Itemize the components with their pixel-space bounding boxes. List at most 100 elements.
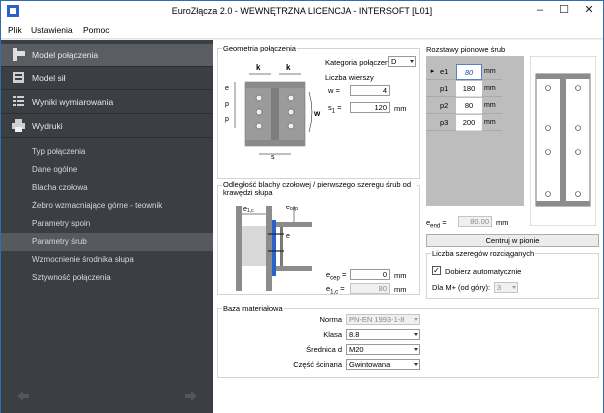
eend-unit: mm — [496, 218, 509, 227]
label-s1: s — [271, 154, 275, 161]
sidebar-item-label: Model połączenia — [32, 50, 99, 60]
label-w: w — [313, 109, 321, 118]
category-label: Kategoria połączenia — [325, 58, 396, 67]
sidebar-subitem-dane-ogolne[interactable]: Dane ogólne — [1, 161, 213, 179]
spacing-group-title: Rozstawy pionowe śrub — [425, 45, 507, 54]
s1-label: s1 = — [328, 103, 342, 115]
sidebar-subitem-wzmocnienie[interactable]: Wzmocnienie środnika słupa — [1, 251, 213, 269]
grid-row-e1[interactable]: ▸ e1 80 mm — [426, 64, 502, 80]
sidebar-subitem-label: Parametry spoin — [32, 219, 91, 228]
ecep-input[interactable]: 0 — [350, 269, 390, 280]
sidebar-subitem-label: Blacha czołowa — [32, 183, 88, 192]
e1c-input[interactable]: 80 — [350, 283, 390, 294]
dla-select[interactable]: 3 — [494, 282, 518, 293]
dla-label: Dla M+ (od góry): — [432, 283, 491, 292]
geometry-group-title: Geometria połączenia — [222, 44, 297, 53]
diameter-label: Średnica d — [306, 345, 342, 354]
sidebar-item-wyniki[interactable]: Wyniki wymiarowania — [1, 91, 213, 113]
svg-text:e: e — [286, 233, 290, 240]
w-label: w = — [328, 86, 340, 95]
norm-value: PN-EN 1993-1-8 — [349, 315, 405, 324]
sidebar-subitem-sztywnosc[interactable]: Sztywność połączenia — [1, 269, 213, 287]
material-group: Baza materiałowa Norma PN-EN 1993-1-8 Kl… — [217, 304, 599, 378]
row-value[interactable]: 80 — [456, 64, 482, 80]
sidebar-divider — [1, 89, 213, 90]
auto-select-label: Dobierz automatycznie — [445, 267, 522, 276]
grid-row-p1[interactable]: p1 180 mm — [426, 81, 502, 97]
distance-group: Odległość blachy czołowej / pierwszego s… — [217, 181, 420, 296]
joint-model-icon — [13, 48, 25, 61]
endplate-diagram: e1,c ecep e — [236, 206, 312, 291]
chevron-down-icon — [414, 348, 418, 351]
category-value: D — [391, 57, 397, 66]
app-logo-icon — [7, 5, 19, 17]
sidebar-item-model-polaczenia[interactable]: Model połączenia — [1, 44, 213, 66]
s1-input[interactable]: 120 — [350, 102, 390, 113]
row-selector-icon: ▸ — [426, 64, 439, 80]
row-name: e1 — [439, 64, 456, 80]
sidebar-subitem-label: Dane ogólne — [32, 165, 78, 174]
sidebar-subitem-blacha-czolowa[interactable]: Blacha czołowa — [1, 179, 213, 197]
grid-row-p3[interactable]: p3 200 mm — [426, 115, 502, 131]
row-value[interactable]: 180 — [456, 81, 482, 97]
w-input[interactable]: 4 — [350, 85, 390, 96]
menu-plik[interactable]: Plik — [8, 25, 22, 35]
svg-text:e1,c: e1,c — [243, 206, 254, 214]
row-unit: mm — [482, 81, 502, 97]
center-vertical-button[interactable]: Centruj w pionie — [426, 234, 599, 247]
label-p2: p — [225, 116, 229, 123]
arrow-left-icon[interactable] — [17, 391, 29, 401]
sidebar-item-model-sil[interactable]: Model sił — [1, 67, 213, 89]
row-value[interactable]: 200 — [456, 115, 482, 131]
bolt-layout-diagram: k k e p p w s — [225, 63, 321, 161]
row-name: p3 — [439, 115, 456, 131]
norm-label: Norma — [319, 315, 342, 324]
row-name: p1 — [439, 81, 456, 97]
e1c-unit: mm — [394, 285, 407, 294]
chevron-down-icon — [414, 333, 418, 336]
sidebar-item-label: Model sił — [32, 73, 66, 83]
geometry-group: Geometria połączenia k k e — [217, 44, 420, 179]
title-bar: EuroZłącza 2.0 - WEWNĘTRZNA LICENCJA - I… — [1, 1, 603, 21]
ecep-label: ecep = — [326, 270, 347, 282]
maximize-icon[interactable]: ☐ — [559, 4, 569, 16]
row-unit: mm — [482, 98, 502, 114]
sidebar-subitem-label: Typ połączenia — [32, 147, 86, 156]
distance-group-title: Odległość blachy czołowej / pierwszego s… — [222, 181, 417, 197]
window-title: EuroZłącza 2.0 - WEWNĘTRZNA LICENCJA - I… — [171, 6, 433, 16]
sidebar-item-wydruki[interactable]: Wydruki — [1, 115, 213, 137]
chevron-down-icon — [410, 60, 414, 63]
eend-label: eend = — [426, 218, 447, 230]
sidebar-subitem-label: Wzmocnienie środnika słupa — [32, 255, 134, 264]
tension-rows-group: Liczba szeregów rozciąganych ✓ Dobierz a… — [426, 249, 599, 299]
sidebar-subitem-typ-polaczenia[interactable]: Typ połączenia — [1, 143, 213, 161]
arrow-right-icon[interactable] — [185, 391, 197, 401]
sidebar-subitem-zebro[interactable]: Żebro wzmacniające górne - teownik — [1, 197, 213, 215]
close-icon[interactable]: ✕ — [584, 4, 594, 16]
cut-select[interactable]: Gwintowana — [346, 359, 420, 370]
class-select[interactable]: 8.8 — [346, 329, 420, 340]
norm-select[interactable]: PN-EN 1993-1-8 — [346, 314, 420, 325]
menu-ustawienia[interactable]: Ustawienia — [31, 25, 73, 35]
auto-select-checkbox[interactable]: ✓ — [432, 266, 441, 275]
row-value[interactable]: 80 — [456, 98, 482, 114]
menu-pomoc[interactable]: Pomoc — [83, 25, 110, 35]
row-unit: mm — [482, 115, 502, 131]
sidebar-subitem-parametry-srub[interactable]: Parametry śrub — [1, 233, 213, 251]
eend-input[interactable]: 80.00 — [458, 216, 492, 227]
label-k-left: k — [256, 63, 261, 72]
menu-bar: Plik Ustawienia Pomoc — [1, 21, 603, 39]
e1c-label: e1,c = — [326, 284, 345, 296]
dla-value: 3 — [497, 283, 502, 292]
grid-row-p2[interactable]: p2 80 mm — [426, 98, 502, 114]
label-k-right: k — [286, 63, 291, 72]
category-select[interactable]: D — [388, 56, 416, 67]
sidebar-subitem-parametry-spoin[interactable]: Parametry spoin — [1, 215, 213, 233]
sidebar-divider — [1, 137, 213, 138]
minimize-icon[interactable]: – — [536, 4, 544, 16]
rows-label: Liczba wierszy — [325, 73, 374, 82]
spacing-grid: ▸ e1 80 mm p1 180 mm p2 80 mm — [426, 56, 524, 206]
row-unit: mm — [482, 64, 502, 80]
ecep-unit: mm — [394, 271, 407, 280]
diameter-select[interactable]: M20 — [346, 344, 420, 355]
